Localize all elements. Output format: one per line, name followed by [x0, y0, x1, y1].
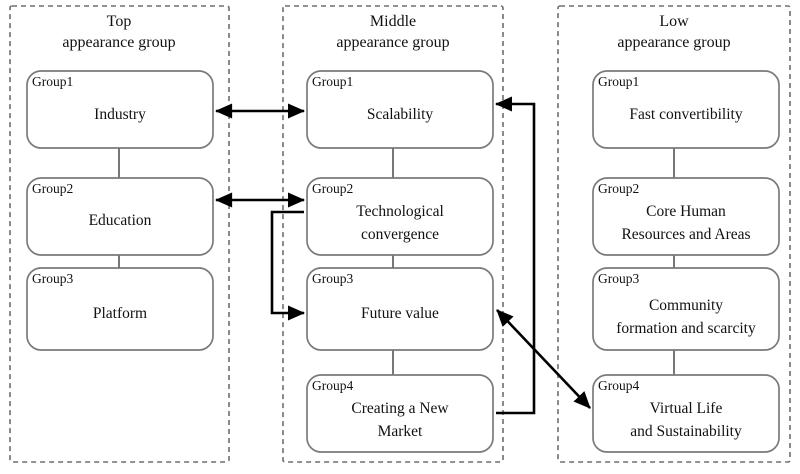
panel-middle-title-line1: Middle: [370, 13, 416, 30]
node-top-group2[interactable]: Group2 Education: [26, 177, 214, 256]
node-top-group2-box[interactable]: [26, 177, 214, 256]
node-low-group2-group: Group2: [598, 181, 639, 196]
node-top-group3-label: Platform: [93, 305, 147, 322]
panel-low-title-line1: Low: [659, 13, 689, 30]
node-top-group1-label: Industry: [94, 106, 146, 123]
panel-middle: Middle appearance group Group1 Scalabili…: [282, 5, 504, 463]
node-low-group2-box[interactable]: [592, 177, 780, 256]
node-mid-group2-group: Group2: [312, 181, 353, 196]
node-mid-group3-label: Future value: [361, 305, 439, 322]
node-mid-group2[interactable]: Group2 Technological convergence: [306, 177, 494, 256]
node-low-group2-label-line1: Core Human: [646, 203, 726, 220]
node-top-group2-label: Education: [89, 212, 152, 229]
node-mid-group3[interactable]: Group3 Future value: [306, 267, 494, 351]
node-low-group4-group: Group4: [598, 378, 639, 393]
node-mid-group3-group: Group3: [312, 271, 353, 286]
node-low-group1-label: Fast convertibility: [629, 106, 742, 123]
node-mid-group4-group: Group4: [312, 378, 353, 393]
node-low-group4-box[interactable]: [592, 374, 780, 453]
node-low-group4-label-line1: Virtual Life: [650, 400, 723, 417]
panel-top-title-line2: appearance group: [62, 34, 175, 51]
panel-top: Top appearance group Group1 Industry Gro…: [9, 5, 230, 463]
node-top-group1[interactable]: Group1 Industry: [26, 70, 214, 149]
node-low-group4[interactable]: Group4 Virtual Life and Sustainability: [592, 374, 780, 453]
node-low-group3[interactable]: Group3 Community formation and scarcity: [592, 267, 780, 351]
connection-layer: [214, 96, 591, 415]
node-low-group3-label-line1: Community: [649, 297, 723, 314]
node-top-group3-box[interactable]: [26, 267, 214, 351]
panel-top-border: [9, 5, 230, 463]
node-mid-group4-label-line2: Market: [378, 423, 423, 440]
panel-low: Low appearance group Group1 Fast convert…: [557, 5, 791, 463]
node-top-group2-group: Group2: [32, 181, 73, 196]
node-mid-group4-box[interactable]: [306, 374, 494, 453]
node-mid-group4[interactable]: Group4 Creating a New Market: [306, 374, 494, 453]
panel-middle-title-line2: appearance group: [336, 34, 449, 51]
node-low-group4-label-line2: and Sustainability: [630, 423, 742, 440]
node-low-group1[interactable]: Group1 Fast convertibility: [592, 70, 780, 149]
node-mid-group1[interactable]: Group1 Scalability: [306, 70, 494, 149]
node-top-group1-box[interactable]: [26, 70, 214, 149]
node-low-group2-label-line2: Resources and Areas: [621, 226, 750, 243]
node-low-group3-label-line2: formation and scarcity: [616, 320, 756, 337]
node-mid-group1-group: Group1: [312, 74, 353, 89]
node-low-group1-box[interactable]: [592, 70, 780, 149]
node-mid-group1-label: Scalability: [367, 106, 434, 123]
node-low-group2[interactable]: Group2 Core Human Resources and Areas: [592, 177, 780, 256]
node-top-group1-group: Group1: [32, 74, 73, 89]
node-mid-group2-label-line2: convergence: [361, 226, 439, 243]
node-mid-group1-box[interactable]: [306, 70, 494, 149]
panel-top-title-line1: Top: [107, 13, 132, 30]
connection-future-value-virtual-life[interactable]: [496, 309, 591, 409]
node-top-group3-group: Group3: [32, 271, 73, 286]
panel-middle-border: [282, 5, 504, 463]
node-top-group3[interactable]: Group3 Platform: [26, 267, 214, 351]
node-mid-group2-label-line1: Technological: [356, 203, 444, 220]
node-mid-group4-label-line1: Creating a New: [351, 400, 449, 417]
connection-creating-market-scalability[interactable]: [494, 96, 536, 415]
panel-low-title-line2: appearance group: [617, 34, 730, 51]
node-mid-group2-box[interactable]: [306, 177, 494, 256]
node-mid-group3-box[interactable]: [306, 267, 494, 351]
node-low-group3-group: Group3: [598, 271, 639, 286]
connection-education-future-value[interactable]: [270, 210, 306, 321]
node-low-group1-group: Group1: [598, 74, 639, 89]
node-low-group3-box[interactable]: [592, 267, 780, 351]
